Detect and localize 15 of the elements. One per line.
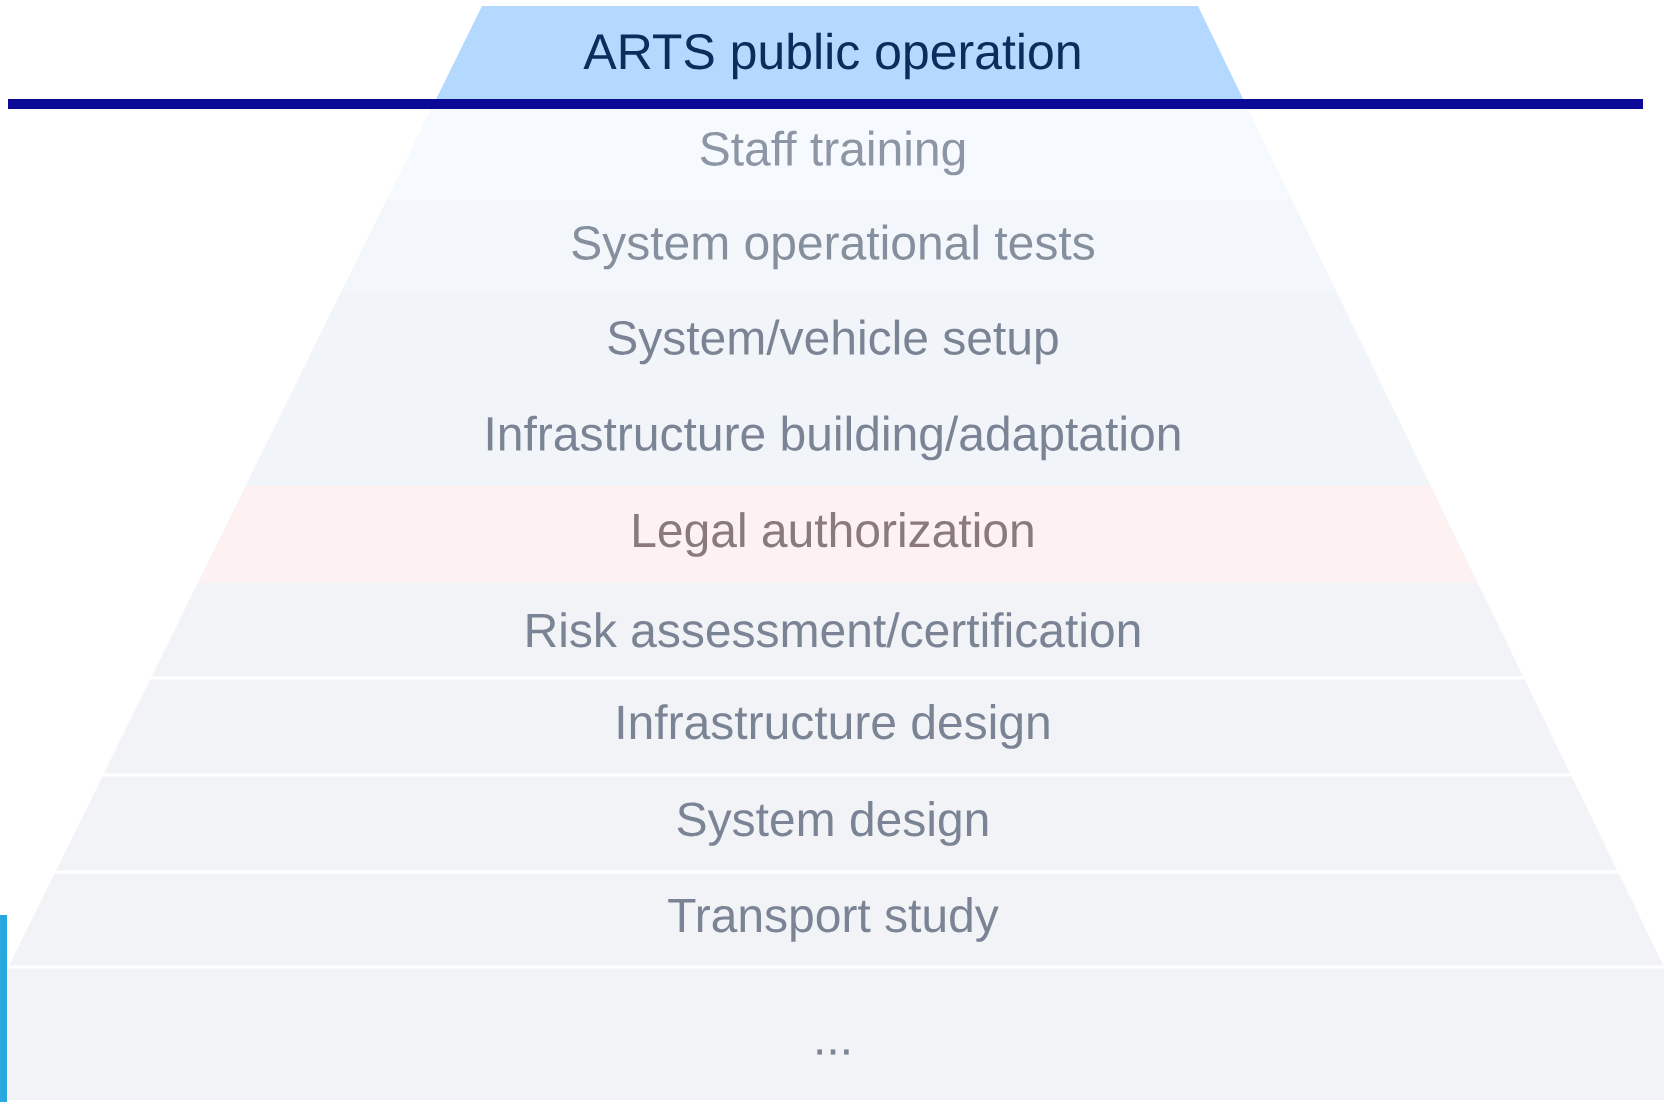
node-label: Staff training [700, 130, 965, 176]
pyramid-band: Transport study [9, 873, 1664, 966]
node-label: System operational tests [572, 224, 1094, 270]
pyramid-band: Risk assessment/certification [151, 583, 1524, 677]
pyramid-band: ARTS public operation [432, 6, 1247, 106]
pyramid-band: Legal authorization [197, 486, 1478, 583]
pyramid-band: Staff training [386, 106, 1293, 200]
node-label: System/vehicle setup [608, 319, 1058, 365]
pyramid-band: System/vehicle setup [292, 294, 1385, 390]
pyramid-band: Infrastructure design [103, 679, 1571, 774]
node-label: Infrastructure building/adaptation [487, 415, 1180, 461]
pyramid-band: System operational tests [340, 200, 1338, 294]
pyramid-band: System design [56, 776, 1618, 871]
pyramid-band: ... [8, 968, 1664, 1100]
pyramid-band: Infrastructure building/adaptation [245, 390, 1431, 486]
